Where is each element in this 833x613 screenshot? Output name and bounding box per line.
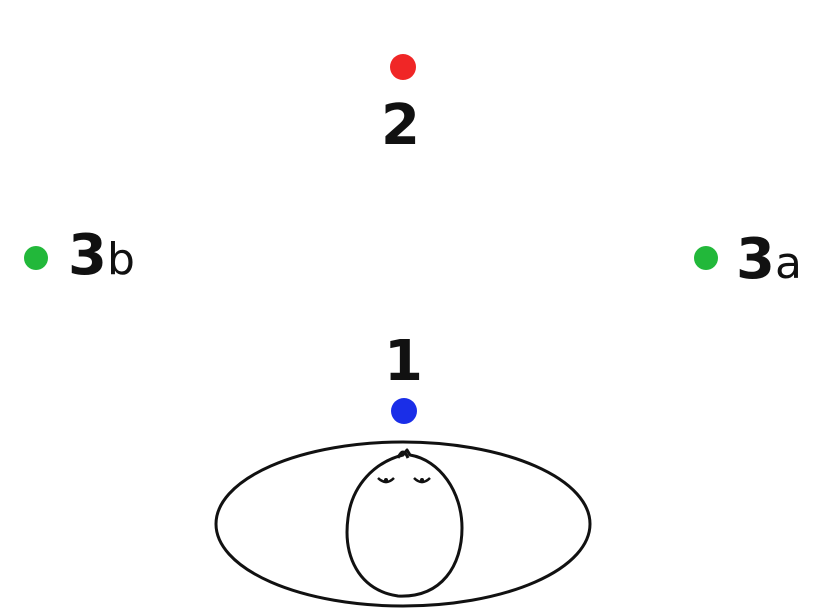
head-outline: [345, 448, 464, 598]
point-3a-suffix: a: [774, 238, 802, 289]
point-3a-label: 3a: [736, 232, 802, 288]
point-3b-number: 3: [68, 223, 107, 288]
right-pupil: [420, 478, 424, 482]
point-2-dot: [390, 54, 416, 80]
left-pupil: [384, 478, 388, 482]
point-3b-label: 3b: [68, 228, 135, 284]
point-2-label: 2: [381, 93, 420, 158]
point-3b-suffix: b: [106, 234, 135, 285]
point-3a-dot: [694, 246, 718, 270]
point-1-dot: [391, 398, 417, 424]
point-3b-dot: [24, 246, 48, 270]
nose: [396, 450, 410, 459]
point-1-label: 1: [384, 329, 423, 394]
point-3a-number: 3: [736, 227, 775, 292]
shoulders-outline: [214, 440, 592, 608]
